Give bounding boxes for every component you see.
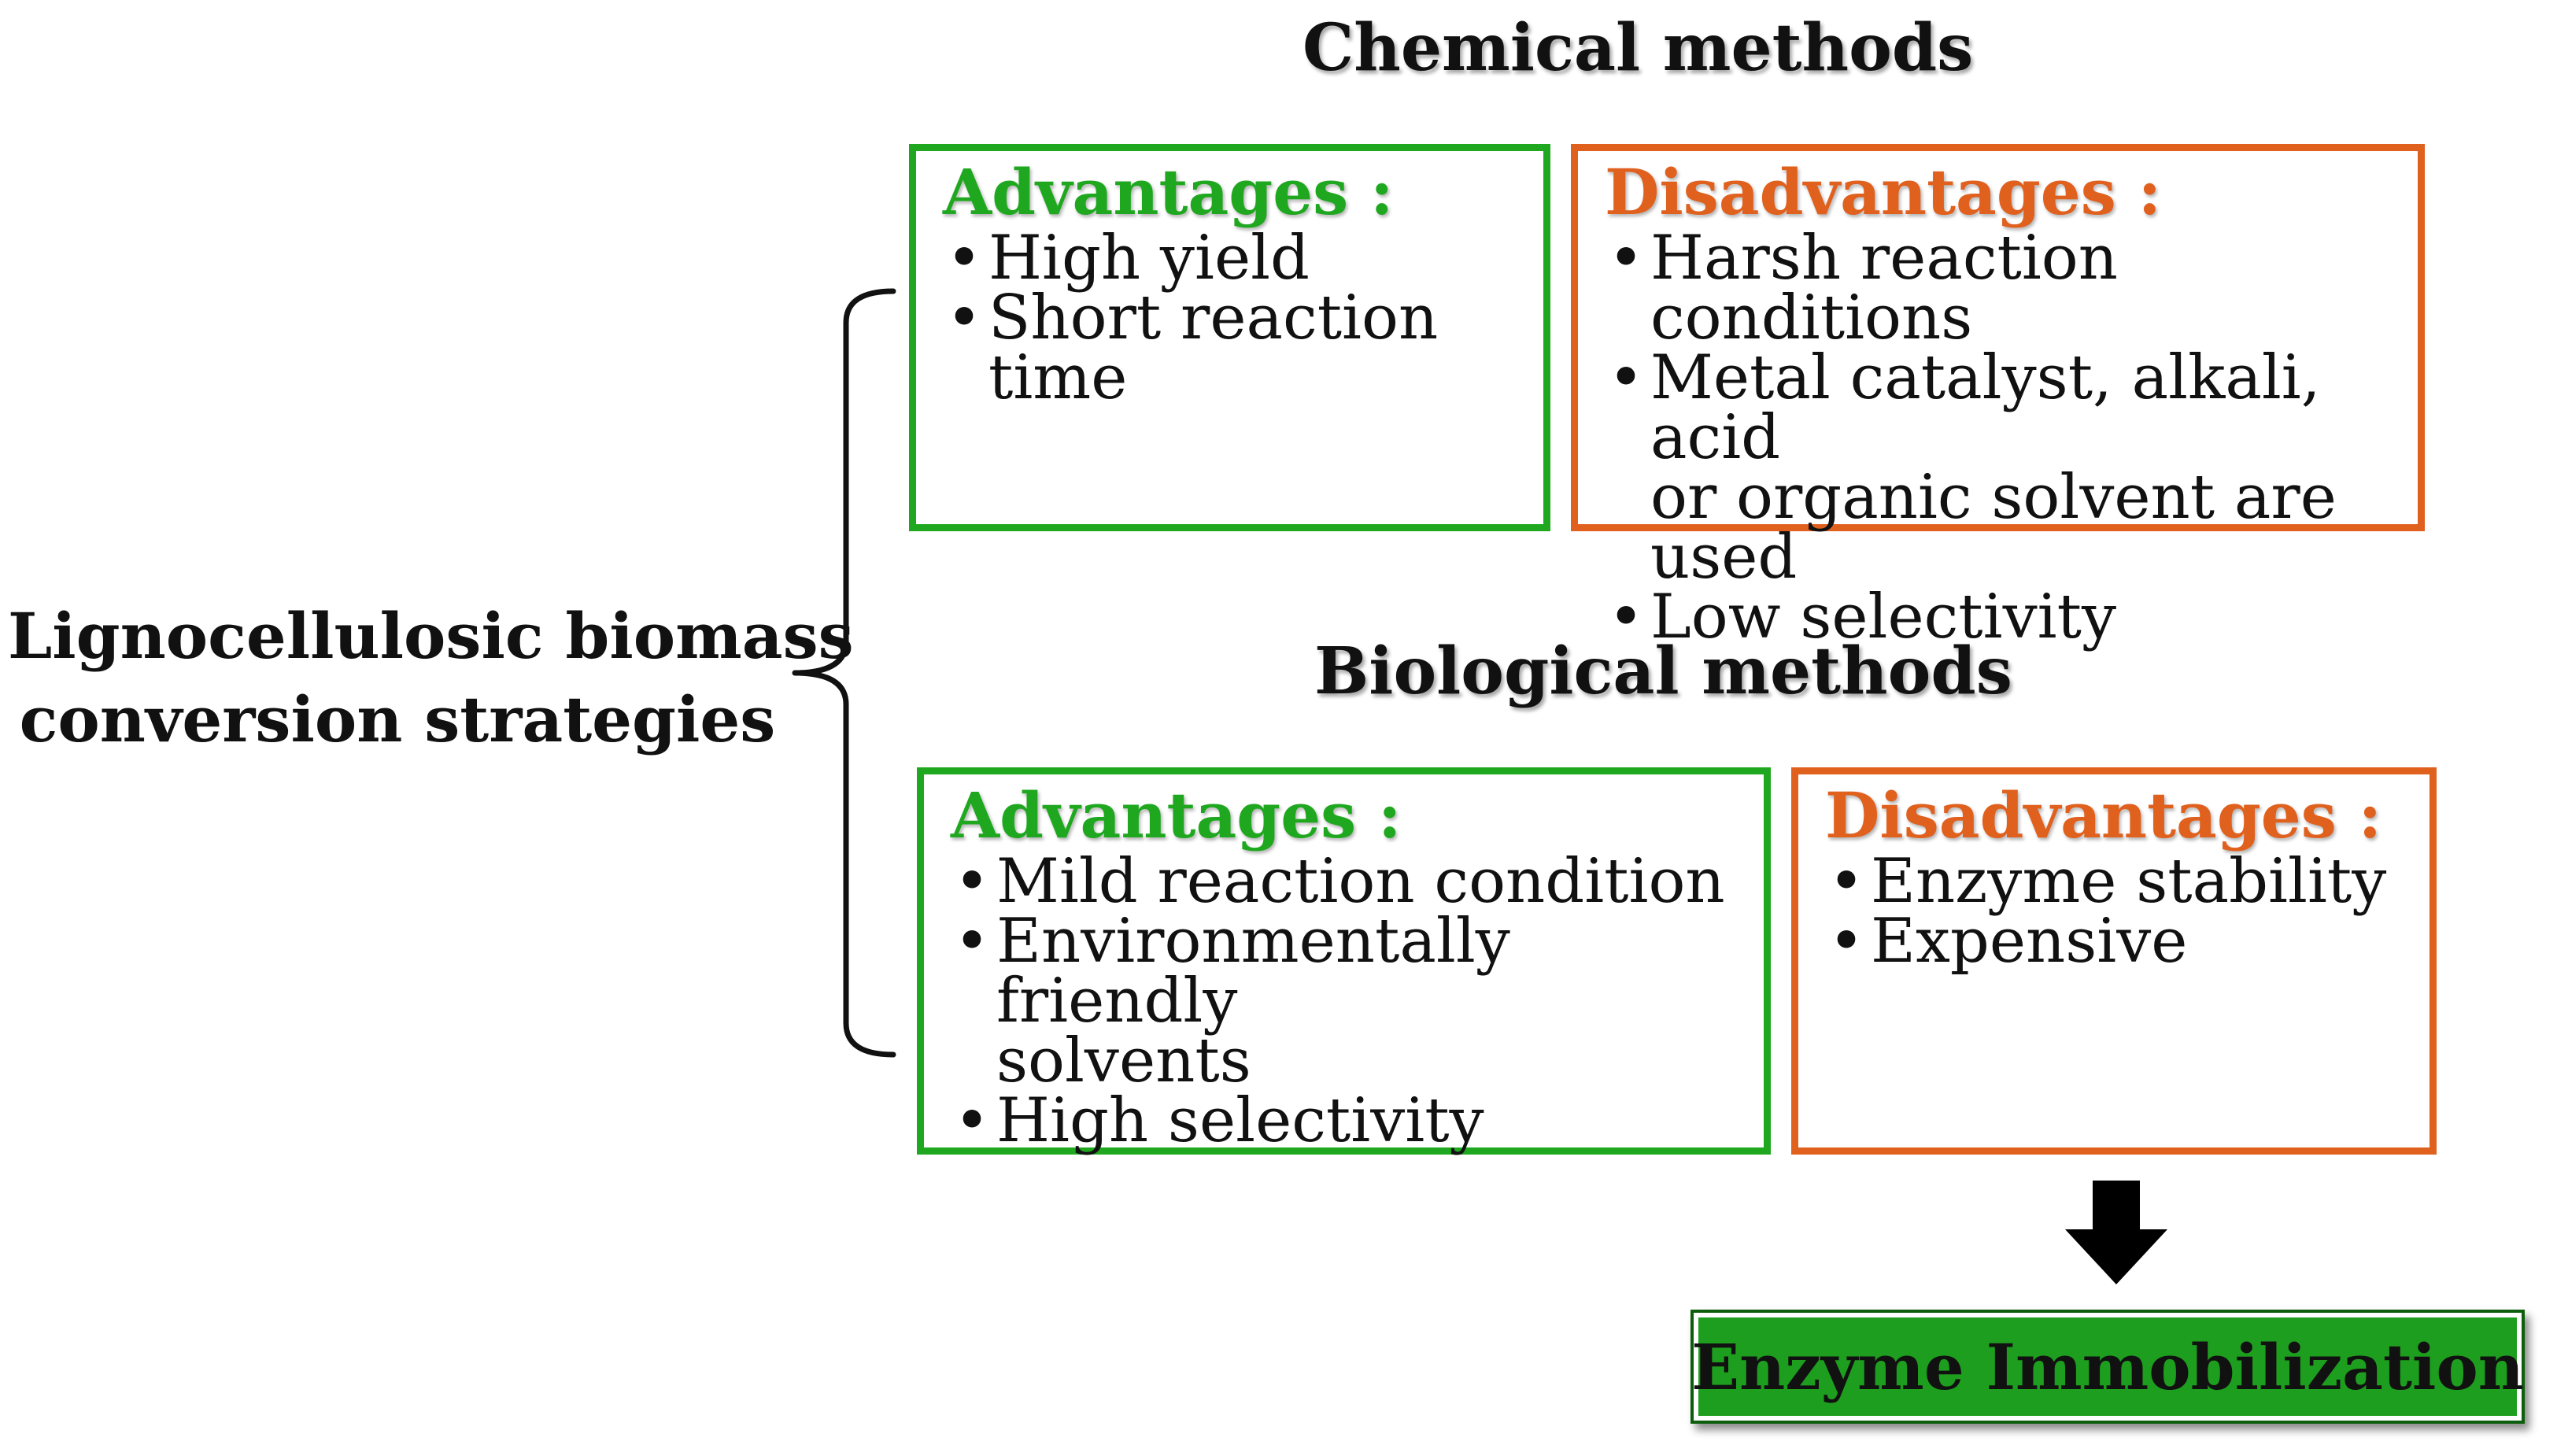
- list-item: •Harsh reaction conditions: [1605, 223, 2418, 349]
- list-item-text: Short reaction time: [988, 283, 1439, 413]
- root-label-line-1: Lignocellulosic biomass: [8, 599, 854, 673]
- biological-advantages-box: Advantages : •Mild reaction condition •E…: [917, 767, 1771, 1155]
- list-item: •Metal catalyst, alkali, acid or organic…: [1605, 342, 2418, 588]
- list-item: •Low selectivity: [1605, 582, 2418, 652]
- list-item: •Mild reaction condition: [951, 846, 1764, 917]
- list-item-text: Enzyme stability: [1871, 846, 2387, 917]
- chemical-disadvantages-list: •Harsh reaction conditions •Metal cataly…: [1605, 223, 2418, 652]
- list-item: •Short reaction time: [943, 283, 1543, 408]
- bullet-icon: •: [946, 223, 983, 294]
- chemical-advantages-title: Advantages :: [943, 155, 1394, 229]
- bullet-icon: •: [954, 846, 991, 917]
- list-item-text: Harsh reaction conditions: [1650, 223, 2118, 353]
- root-label-line-2: conversion strategies: [19, 682, 776, 756]
- list-item-text: Environmentally friendly solvents: [996, 906, 1510, 1096]
- list-item-text: Low selectivity: [1650, 582, 2117, 652]
- bullet-icon: •: [954, 906, 991, 977]
- chemical-advantages-list: •High yield •Short reaction time: [943, 223, 1543, 408]
- biological-methods-heading: Biological methods: [1314, 634, 2012, 709]
- chemical-methods-heading: Chemical methods: [1303, 10, 1974, 86]
- list-item: •Enzyme stability: [1825, 846, 2430, 917]
- bullet-icon: •: [946, 283, 983, 353]
- biological-disadvantages-box: Disadvantages : •Enzyme stability •Expen…: [1791, 767, 2437, 1155]
- bullet-icon: •: [954, 1085, 991, 1156]
- list-item-text: Metal catalyst, alkali, acid or organic …: [1650, 342, 2337, 593]
- list-item-text: Mild reaction condition: [996, 846, 1725, 917]
- list-item-text: High yield: [988, 223, 1310, 294]
- bullet-icon: •: [1828, 906, 1865, 977]
- biological-disadvantages-title: Disadvantages :: [1825, 778, 2382, 852]
- chemical-disadvantages-box: Disadvantages : •Harsh reaction conditio…: [1571, 144, 2425, 648]
- bullet-icon: •: [1828, 846, 1865, 917]
- list-item: •High yield: [943, 223, 1543, 294]
- list-item-text: High selectivity: [996, 1085, 1484, 1156]
- list-item-text: Expensive: [1871, 906, 2188, 977]
- biological-disadvantages-list: •Enzyme stability •Expensive: [1825, 846, 2430, 977]
- enzyme-immobilization-box: Enzyme Immobilization: [1691, 1310, 2525, 1424]
- down-arrow-icon: [2065, 1181, 2167, 1284]
- chemical-disadvantages-title: Disadvantages :: [1605, 155, 2162, 229]
- bullet-icon: •: [1608, 223, 1645, 294]
- bullet-icon: •: [1608, 582, 1645, 652]
- biological-advantages-title: Advantages :: [951, 778, 1402, 852]
- list-item: •High selectivity: [951, 1085, 1764, 1156]
- bullet-icon: •: [1608, 342, 1645, 413]
- biological-advantages-list: •Mild reaction condition •Environmentall…: [951, 846, 1764, 1156]
- chemical-advantages-box: Advantages : •High yield •Short reaction…: [909, 144, 1550, 531]
- list-item: •Expensive: [1825, 906, 2430, 977]
- list-item: •Environmentally friendly solvents: [951, 906, 1764, 1092]
- root-label: Lignocellulosic biomass conversion strat…: [8, 594, 854, 761]
